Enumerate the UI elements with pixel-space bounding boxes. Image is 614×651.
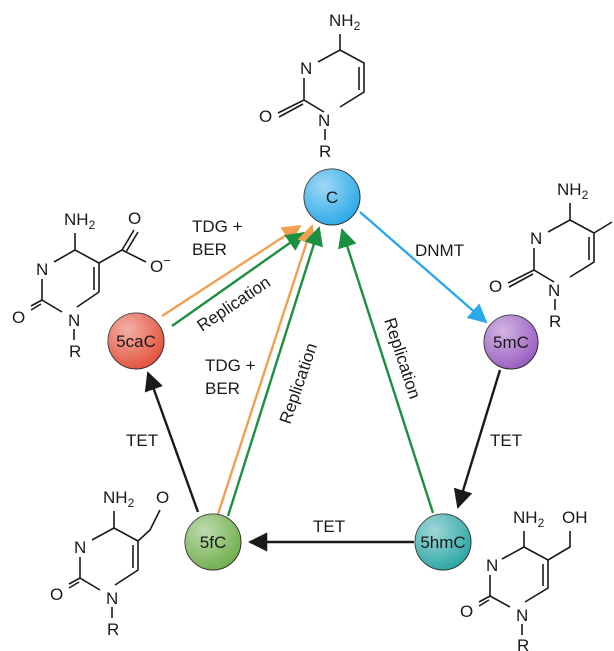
atom-o-minus-5cac: O− — [150, 253, 171, 276]
node-5mc-label: 5mC — [493, 333, 529, 352]
label-replication-5fc: Replication — [276, 341, 321, 427]
atom-nh2-5mc: NH2 — [557, 180, 589, 202]
molecule-5cac: NH2 N O N R O O− — [12, 209, 171, 361]
atom-n3-5mc: N — [530, 229, 542, 248]
label-tdg-mid-1: TDG + — [205, 356, 256, 375]
molecule-5mc: NH2 N O N R — [489, 180, 613, 331]
atom-r-5mc: R — [549, 312, 561, 331]
node-5mc: 5mC — [483, 314, 539, 370]
node-c: C — [303, 168, 361, 226]
label-replication-5hmc: Replication — [380, 315, 424, 401]
atom-n1-5mc: N — [548, 281, 560, 300]
edge-tdg-5cac-c — [161, 224, 302, 318]
atom-o-5mc: O — [489, 277, 502, 296]
atom-r-5fc: R — [107, 620, 119, 639]
label-tet-5mc-5hmc: TET — [490, 431, 522, 450]
edge-tet-5fc-5cac — [144, 371, 200, 513]
atom-n1-5hmc: N — [516, 606, 528, 625]
label-tdg-mid-2: BER — [205, 379, 240, 398]
atom-o-aldehyde-5fc: O — [156, 488, 169, 507]
node-5hmc: 5hmC — [414, 513, 472, 571]
molecule-5hmc: NH2 OH N O N R — [460, 508, 588, 651]
label-tet-5fc-5cac: TET — [126, 431, 158, 450]
node-5cac: 5caC — [107, 312, 165, 370]
atom-nh2: NH2 — [329, 11, 361, 33]
edge-dnmt — [359, 211, 488, 324]
node-5fc-label: 5fC — [200, 533, 226, 552]
atom-r-5hmc: R — [517, 636, 529, 651]
label-tdg-top-2: BER — [192, 240, 227, 259]
atom-oh-5hmc: OH — [562, 508, 588, 527]
atom-n3-5fc: N — [74, 538, 86, 557]
atom-n1-5cac: N — [68, 311, 80, 330]
node-5hmc-label: 5hmC — [420, 533, 465, 552]
atom-n3: N — [300, 59, 312, 78]
node-5cac-label: 5caC — [116, 332, 156, 351]
molecule-cytosine: NH2 N O N R — [259, 11, 365, 161]
atom-o-5cac: O — [12, 308, 25, 327]
atom-n3-5hmc: N — [486, 556, 498, 575]
atom-o: O — [259, 107, 272, 126]
node-5fc: 5fC — [184, 513, 242, 571]
atom-n1: N — [318, 111, 330, 130]
atom-o-carbonyl-5cac: O — [128, 209, 141, 228]
node-c-label: C — [326, 188, 338, 207]
edge-replication-5hmc-c — [338, 228, 435, 514]
label-tet-5hmc-5fc: TET — [313, 517, 345, 536]
edge-replication-5cac-c — [171, 231, 306, 327]
atom-nh2-5cac: NH2 — [64, 210, 96, 232]
edge-tdg-5fc-c — [216, 224, 316, 515]
edge-replication-5fc-c — [226, 226, 323, 517]
atom-n3-5cac: N — [36, 260, 48, 279]
label-dnmt: DNMT — [415, 241, 464, 260]
edge-tet-5mc-5hmc — [453, 369, 502, 509]
atom-o-5hmc: O — [460, 602, 473, 621]
atom-nh2-5hmc: NH2 — [513, 508, 545, 530]
atom-r: R — [319, 142, 331, 161]
atom-r-5cac: R — [69, 342, 81, 361]
molecule-5fc: NH2 N O N R O — [50, 488, 169, 639]
atom-n1-5fc: N — [106, 589, 118, 608]
atom-nh2-5fc: NH2 — [103, 488, 135, 510]
label-tdg-top-1: TDG + — [192, 217, 243, 236]
atom-o-5fc: O — [50, 585, 63, 604]
